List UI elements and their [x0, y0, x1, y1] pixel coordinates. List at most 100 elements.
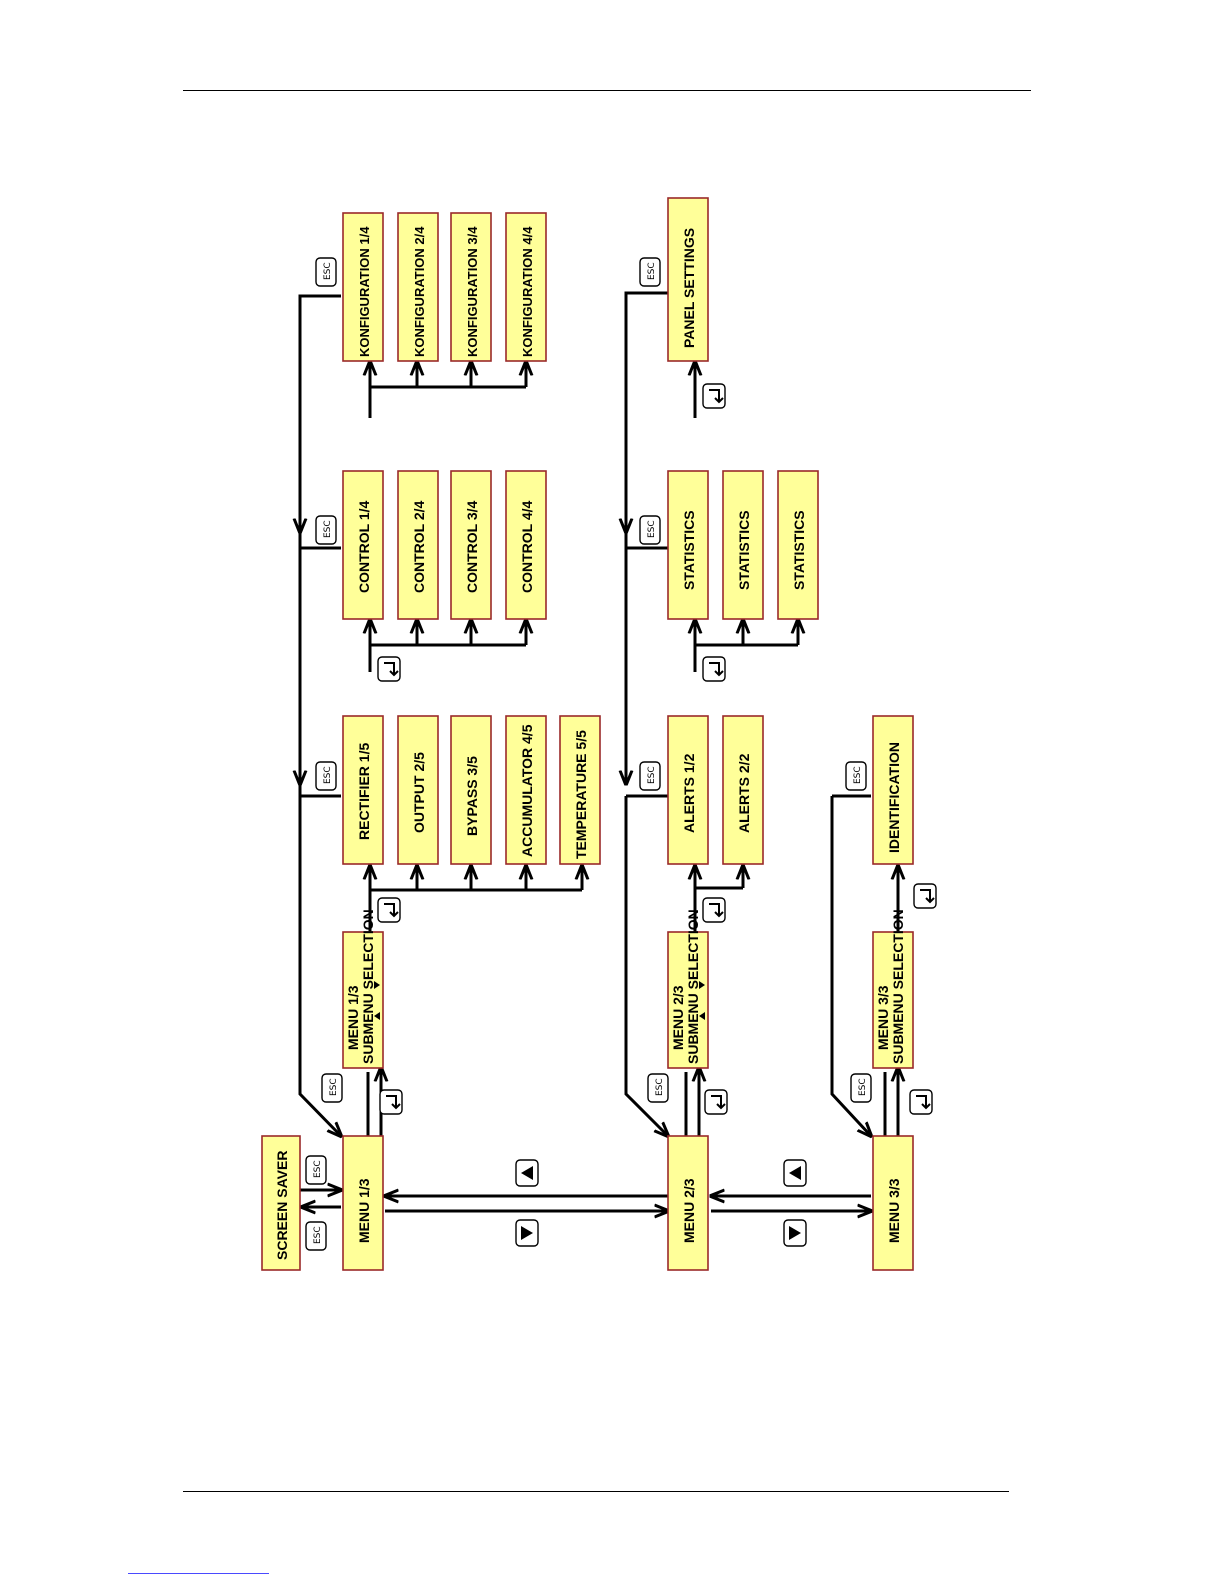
alerts-1-box: ALERTS 1/2	[667, 715, 709, 865]
enter-key-icon	[702, 383, 726, 409]
footer-link-underline	[128, 1573, 269, 1574]
down-triangle-icon	[699, 981, 705, 989]
esc-key-konfiguration: ESC	[315, 257, 337, 287]
rectifier-label: RECTIFIER 1/5	[356, 743, 372, 840]
esc-key-label: ESC	[313, 1226, 323, 1244]
submenu-3-box: MENU 3/3 SUBMENU SELECTION	[872, 909, 914, 1069]
enter-key-icon	[379, 1089, 403, 1115]
bypass-box: BYPASS 3/5	[450, 715, 492, 865]
esc-key-identification: ESC	[845, 761, 867, 791]
esc-key-label: ESC	[647, 520, 657, 538]
submenu-1-box: MENU 1/3 SUBMENU SELECTION	[342, 909, 384, 1069]
esc-key-control: ESC	[315, 515, 337, 545]
esc-key-alerts: ESC	[639, 761, 661, 791]
output-box: OUTPUT 2/5	[397, 715, 439, 865]
up-triangle-icon	[699, 1012, 705, 1020]
esc-key-submenu-3: ESC	[850, 1073, 872, 1103]
control-4-box: CONTROL 4/4	[505, 470, 547, 620]
submenu-2-subtitle: SUBMENU SELECTION	[685, 909, 701, 1064]
up-arrow-key-icon	[783, 1159, 807, 1187]
control-1-label: CONTROL 1/4	[356, 500, 372, 593]
submenu-1-subtitle: SUBMENU SELECTION	[360, 909, 376, 1064]
output-label: OUTPUT 2/5	[411, 752, 427, 833]
enter-key-icon	[377, 656, 401, 682]
footer-rule	[183, 1491, 1009, 1492]
submenu-2-title: MENU 2/3	[670, 985, 686, 1050]
esc-key-label: ESC	[323, 766, 333, 784]
esc-key-screensaver-out: ESC	[305, 1155, 327, 1185]
temperature-label: TEMPERATURE 5/5	[573, 730, 589, 859]
enter-key-icon	[909, 1089, 933, 1115]
enter-key-icon	[913, 883, 937, 909]
panel-settings-label: PANEL SETTINGS	[681, 228, 697, 348]
submenu-3-subtitle: SUBMENU SELECTION	[890, 909, 906, 1064]
konfiguration-4-box: KONFIGURATION 4/4	[505, 212, 547, 362]
menu-3-box: MENU 3/3	[872, 1135, 914, 1271]
accumulator-box: ACCUMULATOR 4/5	[505, 715, 547, 865]
control-1-box: CONTROL 1/4	[342, 470, 384, 620]
statistics-3-label: STATISTICS	[791, 510, 807, 590]
statistics-3-box: STATISTICS	[777, 470, 819, 620]
down-arrow-key-icon	[515, 1219, 539, 1247]
down-triangle-icon	[374, 981, 380, 989]
menu-1-label: MENU 1/3	[356, 1178, 372, 1243]
konfiguration-3-label: KONFIGURATION 3/4	[465, 226, 480, 357]
submenu-2-box: MENU 2/3 SUBMENU SELECTION	[667, 909, 709, 1069]
konfiguration-1-label: KONFIGURATION 1/4	[357, 226, 372, 357]
enter-key-icon	[702, 897, 726, 923]
menu-2-label: MENU 2/3	[681, 1178, 697, 1243]
esc-key-label: ESC	[329, 1078, 339, 1096]
screen-saver-box: SCREEN SAVER	[261, 1135, 301, 1271]
up-arrow-key-icon	[515, 1159, 539, 1187]
esc-key-label: ESC	[647, 766, 657, 784]
esc-key-submenu-1: ESC	[321, 1073, 343, 1103]
esc-key-screensaver-in: ESC	[305, 1221, 327, 1251]
konfiguration-2-label: KONFIGURATION 2/4	[412, 226, 427, 357]
connector-lines	[300, 291, 898, 1211]
control-4-label: CONTROL 4/4	[519, 500, 535, 593]
control-3-label: CONTROL 3/4	[464, 500, 480, 593]
esc-key-label: ESC	[858, 1078, 868, 1096]
up-triangle-icon	[374, 1012, 380, 1020]
menu-2-box: MENU 2/3	[667, 1135, 709, 1271]
konfiguration-2-box: KONFIGURATION 2/4	[397, 212, 439, 362]
bypass-label: BYPASS 3/5	[464, 756, 480, 836]
alerts-2-label: ALERTS 2/2	[736, 753, 752, 833]
statistics-1-label: STATISTICS	[681, 510, 697, 590]
esc-key-panel-settings: ESC	[639, 257, 661, 287]
esc-key-label: ESC	[323, 520, 333, 538]
esc-key-label: ESC	[655, 1078, 665, 1096]
statistics-1-box: STATISTICS	[667, 470, 709, 620]
enter-key-icon	[377, 897, 401, 923]
accumulator-label: ACCUMULATOR 4/5	[519, 724, 535, 857]
esc-key-label: ESC	[313, 1160, 323, 1178]
alerts-1-label: ALERTS 1/2	[681, 753, 697, 833]
menu-3-label: MENU 3/3	[886, 1178, 902, 1243]
konfiguration-1-box: KONFIGURATION 1/4	[342, 212, 384, 362]
konfiguration-4-label: KONFIGURATION 4/4	[520, 226, 535, 357]
control-2-label: CONTROL 2/4	[411, 500, 427, 593]
screen-saver-label: SCREEN SAVER	[274, 1151, 290, 1260]
esc-key-submenu-2: ESC	[647, 1073, 669, 1103]
down-arrow-key-icon	[783, 1219, 807, 1247]
esc-key-label: ESC	[853, 766, 863, 784]
identification-label: IDENTIFICATION	[886, 742, 902, 853]
identification-box: IDENTIFICATION	[872, 715, 914, 865]
statistics-2-label: STATISTICS	[736, 510, 752, 590]
enter-key-icon	[702, 656, 726, 682]
header-rule	[183, 90, 1031, 91]
alerts-2-box: ALERTS 2/2	[722, 715, 764, 865]
control-2-box: CONTROL 2/4	[397, 470, 439, 620]
esc-key-label: ESC	[323, 262, 333, 280]
submenu-3-title: MENU 3/3	[875, 985, 891, 1050]
temperature-box: TEMPERATURE 5/5	[559, 715, 601, 865]
esc-key-statistics: ESC	[639, 515, 661, 545]
esc-key-rectifier: ESC	[315, 761, 337, 791]
submenu-1-title: MENU 1/3	[345, 985, 361, 1050]
statistics-2-box: STATISTICS	[722, 470, 764, 620]
rectifier-box: RECTIFIER 1/5	[342, 715, 384, 865]
control-3-box: CONTROL 3/4	[450, 470, 492, 620]
konfiguration-3-box: KONFIGURATION 3/4	[450, 212, 492, 362]
panel-settings-box: PANEL SETTINGS	[667, 197, 709, 362]
